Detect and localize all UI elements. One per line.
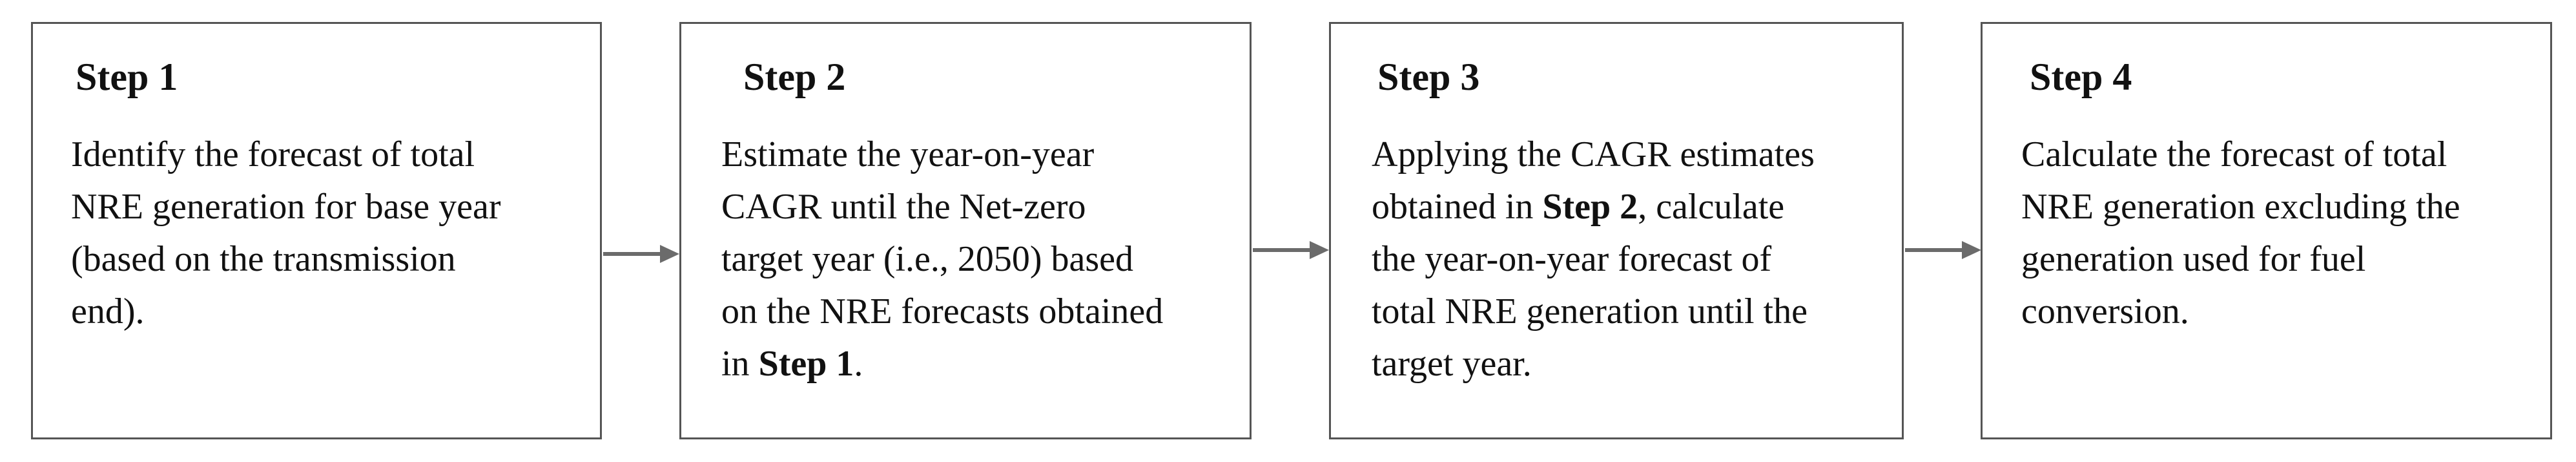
step-2-line: in Step 1. — [721, 338, 1238, 390]
text-run: Calculate the forecast of total — [2021, 134, 2447, 174]
text-run: CAGR until the Net-zero — [721, 187, 1086, 227]
step-1-line: Identify the forecast of total — [71, 129, 588, 181]
step-1-title: Step 1 — [76, 56, 178, 98]
step-2-line: CAGR until the Net-zero — [721, 181, 1238, 233]
arrow-step-3-to-4 — [1905, 241, 1981, 259]
step-3-title: Step 3 — [1377, 56, 1480, 98]
text-run: (based on the transmission — [71, 239, 456, 279]
text-run: target year (i.e., 2050) based — [721, 239, 1134, 279]
step-4-title: Step 4 — [2030, 56, 2132, 98]
step-4-line: conversion. — [2021, 286, 2538, 338]
text-run: Applying the CAGR estimates — [1372, 134, 1815, 174]
text-run: Estimate the year-on-year — [721, 134, 1095, 174]
step-2-line: target year (i.e., 2050) based — [721, 233, 1238, 286]
step-3-line: the year-on-year forecast of — [1372, 233, 1888, 286]
step-2-line: on the NRE forecasts obtained — [721, 286, 1238, 338]
step-1-line: end). — [71, 286, 588, 338]
text-run: Identify the forecast of total — [71, 134, 475, 174]
step-4-line: Calculate the forecast of total — [2021, 129, 2538, 181]
text-run: total NRE generation until the — [1372, 291, 1808, 331]
arrow-step-2-to-3 — [1253, 241, 1329, 259]
step-reference: Step 1 — [758, 344, 854, 384]
text-run: NRE generation for base year — [71, 187, 501, 227]
step-2-line: Estimate the year-on-year — [721, 129, 1238, 181]
text-run: , calculate — [1638, 187, 1785, 227]
step-3-box: Step 3 Applying the CAGR estimates obtain… — [1329, 22, 1904, 439]
text-run: the year-on-year forecast of — [1372, 239, 1772, 279]
text-run: obtained in — [1372, 187, 1543, 227]
step-4-line: generation used for fuel — [2021, 233, 2538, 286]
text-run: in — [721, 344, 759, 384]
text-run: on the NRE forecasts obtained — [721, 291, 1164, 331]
step-4-line: NRE generation excluding the — [2021, 181, 2538, 233]
step-2-title: Step 2 — [743, 56, 846, 98]
text-run: NRE generation excluding the — [2021, 187, 2460, 227]
step-3-description: Applying the CAGR estimates obtained in S… — [1372, 129, 1888, 390]
text-run: target year. — [1372, 344, 1532, 384]
text-run: conversion. — [2021, 291, 2189, 331]
step-reference: Step 2 — [1542, 187, 1638, 227]
text-run: end). — [71, 291, 145, 331]
step-1-line: NRE generation for base year — [71, 181, 588, 233]
step-3-line: obtained in Step 2, calculate — [1372, 181, 1888, 233]
step-3-line: target year. — [1372, 338, 1888, 390]
text-run: generation used for fuel — [2021, 239, 2366, 279]
step-3-line: total NRE generation until the — [1372, 286, 1888, 338]
arrow-step-1-to-2 — [603, 245, 679, 263]
step-1-line: (based on the transmission — [71, 233, 588, 286]
step-3-line: Applying the CAGR estimates — [1372, 129, 1888, 181]
text-run: . — [854, 344, 863, 384]
